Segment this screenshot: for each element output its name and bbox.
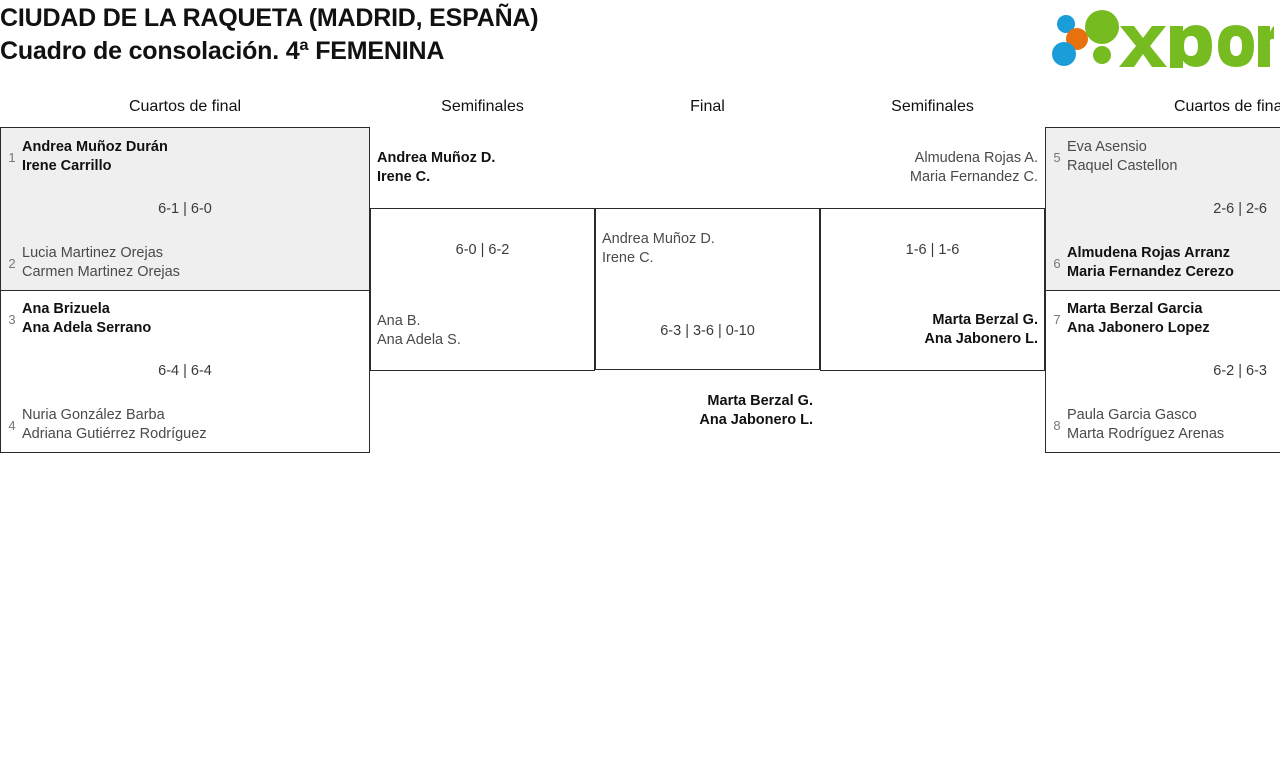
logo-dot-green-small <box>1093 46 1111 64</box>
qf3-score: 2-6 | 2-6 <box>1213 201 1267 217</box>
qf4-top-seed: 7 <box>1053 311 1061 327</box>
qf2-bottom-slot[interactable]: 4 Nuria González Barba Adriana Gutiérrez… <box>2 406 368 444</box>
qf2-bottom-names: Nuria González Barba Adriana Gutiérrez R… <box>22 406 207 444</box>
logo-dot-blue-top <box>1057 15 1075 33</box>
qf1-top-player2: Irene Carrillo <box>22 158 112 174</box>
qf4-bottom-names: Paula Garcia Gasco Marta Rodríguez Arena… <box>1067 406 1224 444</box>
qf2-top-player2: Ana Adela Serrano <box>22 320 152 336</box>
sf1-bottom-names: Ana B. Ana Adela S. <box>377 312 461 350</box>
match-box-qf3[interactable] <box>1045 127 1280 291</box>
qf1-bottom-slot[interactable]: 2 Lucia Martinez Orejas Carmen Martinez … <box>2 244 368 282</box>
qf4-top-slot[interactable]: 7 Marta Berzal Garcia Ana Jabonero Lopez <box>1047 300 1280 338</box>
match-box-sf2[interactable] <box>820 208 1045 371</box>
qf4-score: 6-2 | 6-3 <box>1213 363 1267 379</box>
xporty-logo[interactable] <box>1050 6 1274 68</box>
qf3-bottom-seed: 6 <box>1053 255 1061 271</box>
qf2-top-names: Ana Brizuela Ana Adela Serrano <box>22 300 151 338</box>
champion-player2: Ana Jabonero L. <box>699 412 813 428</box>
qf4-bottom-seed: 8 <box>1053 417 1061 433</box>
qf1-bottom-names: Lucia Martinez Orejas Carmen Martinez Or… <box>22 244 180 282</box>
sf1-top-player1: Andrea Muñoz D. <box>377 150 496 166</box>
draw-subtitle: Cuadro de consolación. 4ª FEMENINA <box>0 37 445 65</box>
champion-player1: Marta Berzal G. <box>707 393 813 409</box>
round-header-final: Final <box>690 98 725 115</box>
match-box-final[interactable] <box>595 208 820 370</box>
sf1-top-names: Andrea Muñoz D. Irene C. <box>377 149 495 187</box>
sf1-bottom-player1: Ana B. <box>377 313 421 329</box>
final-top-names: Andrea Muñoz D. Irene C. <box>602 230 715 268</box>
match-box-qf1[interactable] <box>0 127 370 291</box>
final-top-player2: Irene C. <box>602 250 654 266</box>
qf3-top-seed: 5 <box>1053 149 1061 165</box>
round-header-qf-right: Cuartos de final <box>1173 98 1280 115</box>
qf4-top-player2: Ana Jabonero Lopez <box>1067 320 1210 336</box>
qf1-top-player1: Andrea Muñoz Durán <box>22 139 168 155</box>
qf4-top-names: Marta Berzal Garcia Ana Jabonero Lopez <box>1067 300 1210 338</box>
logo-dot-orange <box>1066 28 1088 50</box>
qf3-bottom-names: Almudena Rojas Arranz Maria Fernandez Ce… <box>1067 244 1234 282</box>
qf3-top-player1: Eva Asensio <box>1067 139 1147 155</box>
logo-dot-green-big <box>1085 10 1119 44</box>
logo-dot-blue-bottom <box>1052 42 1076 66</box>
qf1-bottom-player2: Carmen Martinez Orejas <box>22 264 180 280</box>
qf2-top-player1: Ana Brizuela <box>22 301 110 317</box>
sf2-bottom-player1: Marta Berzal G. <box>932 312 1038 328</box>
qf3-bottom-player2: Maria Fernandez Cerezo <box>1067 264 1234 280</box>
sf1-score: 6-0 | 6-2 <box>455 242 510 258</box>
page-title: CIUDAD DE LA RAQUETA (MADRID, ESPAÑA) Cu… <box>0 2 900 68</box>
qf3-bottom-slot[interactable]: 6 Almudena Rojas Arranz Maria Fernandez … <box>1047 244 1280 282</box>
qf2-score: 6-4 | 6-4 <box>158 363 212 379</box>
tournament-name: CIUDAD DE LA RAQUETA (MADRID, ESPAÑA) <box>0 4 539 32</box>
qf1-top-names: Andrea Muñoz Durán Irene Carrillo <box>22 138 168 176</box>
qf2-top-seed: 3 <box>8 311 16 327</box>
qf2-bottom-seed: 4 <box>8 417 16 433</box>
round-header-sf-left: Semifinales <box>441 98 524 115</box>
qf2-bottom-player1: Nuria González Barba <box>22 407 165 423</box>
qf3-bottom-player1: Almudena Rojas Arranz <box>1067 245 1231 261</box>
sf1-top-player2: Irene C. <box>377 169 431 185</box>
qf1-top-slot[interactable]: 1 Andrea Muñoz Durán Irene Carrillo <box>2 138 368 176</box>
qf2-bottom-player2: Adriana Gutiérrez Rodríguez <box>22 426 207 442</box>
sf2-top-player2: Maria Fernandez C. <box>909 169 1038 185</box>
qf2-top-slot[interactable]: 3 Ana Brizuela Ana Adela Serrano <box>2 300 368 338</box>
sf1-bottom-player2: Ana Adela S. <box>377 332 461 348</box>
sf2-bottom-names: Marta Berzal G. Ana Jabonero L. <box>788 311 1038 349</box>
match-box-sf1[interactable] <box>370 208 595 371</box>
sf2-top-names: Almudena Rojas A. Maria Fernandez C. <box>788 149 1038 187</box>
round-header-qf-left: Cuartos de final <box>128 98 242 115</box>
qf4-bottom-slot[interactable]: 8 Paula Garcia Gasco Marta Rodríguez Are… <box>1047 406 1280 444</box>
qf4-top-player1: Marta Berzal Garcia <box>1067 301 1203 317</box>
match-box-qf2[interactable] <box>0 290 370 453</box>
qf3-top-player2: Raquel Castellon <box>1067 158 1178 174</box>
sf2-bottom-player2: Ana Jabonero L. <box>924 331 1038 347</box>
qf4-bottom-player2: Marta Rodríguez Arenas <box>1067 426 1225 442</box>
final-top-player1: Andrea Muñoz D. <box>602 231 715 247</box>
sf2-top-player1: Almudena Rojas A. <box>914 150 1038 166</box>
champion-names: Marta Berzal G. Ana Jabonero L. <box>563 392 813 430</box>
round-header-sf-right: Semifinales <box>891 98 974 115</box>
sf2-score: 1-6 | 1-6 <box>905 242 960 258</box>
qf1-top-seed: 1 <box>8 149 16 165</box>
final-score: 6-3 | 3-6 | 0-10 <box>660 323 755 339</box>
qf1-bottom-seed: 2 <box>8 255 16 271</box>
qf1-score: 6-1 | 6-0 <box>158 201 212 217</box>
qf3-top-names: Eva Asensio Raquel Castellon <box>1067 138 1177 176</box>
match-box-qf4[interactable] <box>1045 290 1280 453</box>
qf4-bottom-player1: Paula Garcia Gasco <box>1067 407 1197 423</box>
qf1-bottom-player1: Lucia Martinez Orejas <box>22 245 164 261</box>
qf3-top-slot[interactable]: 5 Eva Asensio Raquel Castellon <box>1047 138 1280 176</box>
